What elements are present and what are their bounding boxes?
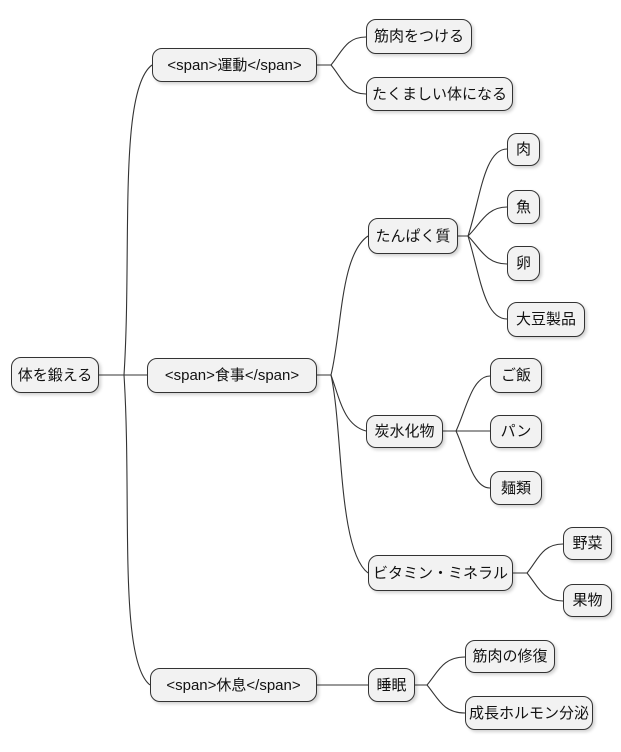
node-fish: 魚 (507, 190, 540, 224)
edge-root-exercise (123, 64, 153, 376)
node-noodles: 麺類 (490, 471, 542, 505)
edge-root-rest (123, 374, 151, 686)
node-egg: 卵 (507, 246, 540, 281)
node-carbohydrates: 炭水化物 (366, 415, 443, 448)
edge-vitamins-fruits (513, 572, 564, 602)
node-fruits: 果物 (563, 584, 612, 617)
node-vitamins-minerals: ビタミン・ミネラル (368, 555, 513, 591)
edge-meal-carbohydrates (317, 374, 367, 432)
node-protein: たんぱく質 (368, 218, 458, 254)
node-strong-body: たくましい体になる (366, 77, 513, 111)
node-bread: パン (490, 415, 542, 448)
node-exercise: <span>運動</span> (152, 48, 317, 82)
edge-sleep-muscle-repair (415, 656, 466, 686)
node-vegetables: 野菜 (563, 527, 612, 560)
node-sleep: 睡眠 (368, 668, 415, 702)
edge-exercise-strong-body (317, 64, 367, 95)
edge-carbs-noodles (443, 430, 491, 489)
edge-exercise-build-muscle (317, 36, 367, 66)
node-train-body: 体を鍛える (11, 357, 99, 393)
edge-sleep-growth-hormone (415, 684, 466, 714)
edge-protein-meat (458, 148, 508, 237)
edge-vitamins-vegetables (513, 543, 564, 574)
node-soy-products: 大豆製品 (507, 302, 585, 337)
edge-carbs-rice (443, 375, 491, 432)
node-meal: <span>食事</span> (147, 358, 317, 393)
node-build-muscle: 筋肉をつける (366, 19, 472, 54)
edge-meal-protein (317, 235, 369, 376)
node-muscle-repair: 筋肉の修復 (465, 640, 555, 673)
edge-protein-fish (458, 206, 508, 237)
node-growth-hormone: 成長ホルモン分泌 (465, 696, 593, 730)
node-rice: ご飯 (490, 358, 542, 393)
node-rest: <span>休息</span> (150, 668, 317, 702)
edge-meal-vitamins (317, 374, 369, 574)
edge-protein-soy (458, 235, 508, 320)
edge-protein-egg (458, 235, 508, 265)
node-meat: 肉 (507, 133, 540, 166)
